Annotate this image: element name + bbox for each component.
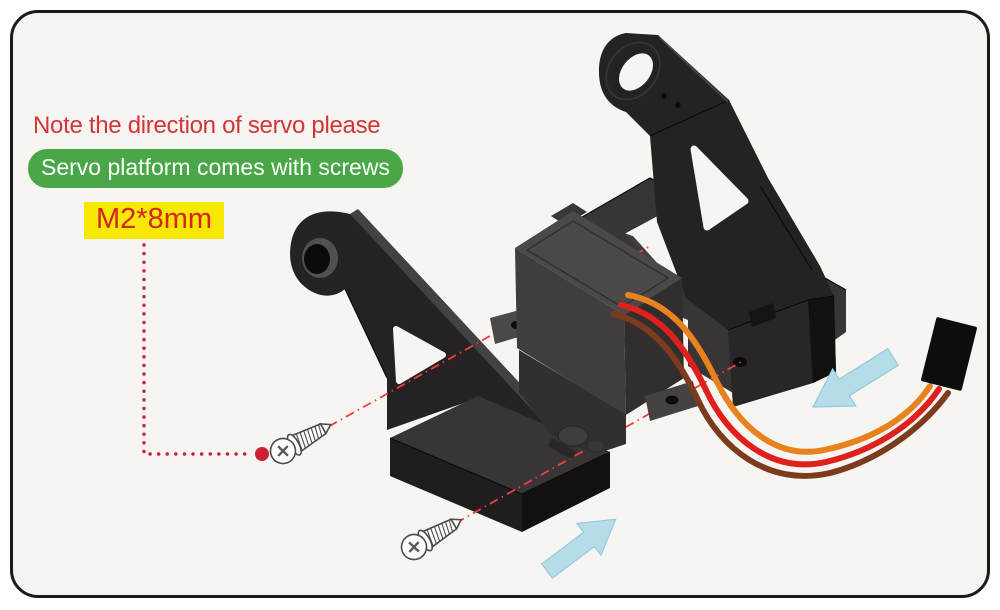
leader-dot <box>255 447 269 461</box>
left-bracket-arm <box>290 209 611 532</box>
mounting-screw-2 <box>395 507 469 566</box>
servo-front-face <box>515 248 626 415</box>
ring-hole <box>619 53 653 91</box>
badge-text: Servo platform comes with screws <box>28 149 403 188</box>
note-text: Note the direction of servo please <box>33 112 381 139</box>
triangle-cutout <box>393 326 446 384</box>
mounting-screw-1 <box>264 412 338 470</box>
cable-connector <box>921 317 977 391</box>
boss-hole <box>304 244 330 274</box>
leader-line <box>142 243 269 461</box>
screw-spec-label: M2*8mm <box>84 202 225 239</box>
servo-cable <box>611 292 977 479</box>
right-bracket-arm <box>598 33 836 407</box>
triangle-cutout <box>690 145 749 231</box>
servo-top-face <box>515 211 682 315</box>
